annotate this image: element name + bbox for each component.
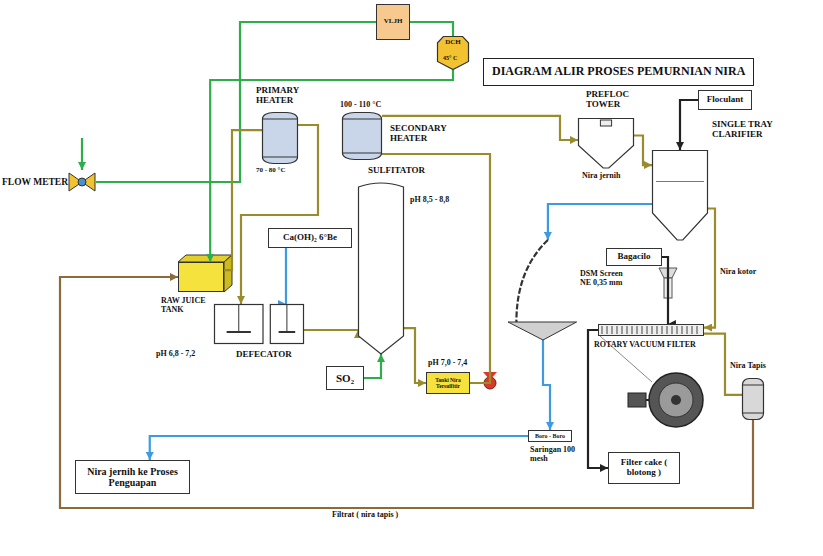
node-label: FLOW METER — [2, 177, 68, 187]
tank-top — [178, 255, 232, 262]
clear-juice-box: Nira jernih ke Proses Penguapan — [75, 460, 190, 494]
node-label: VLJH — [384, 18, 403, 26]
defecator-outline — [214, 304, 304, 344]
pipe-line — [96, 22, 376, 182]
tank-side — [224, 255, 232, 292]
filter-cake-box: Filter cake ( blotong ) — [608, 452, 680, 484]
node-label: Nira jernih ke Proses Penguapan — [78, 466, 187, 488]
node-label: ROTARY VACUUM FILTER — [594, 341, 696, 350]
inflow-arrow — [81, 138, 83, 170]
sulfitator-outline — [358, 182, 404, 354]
stream-label: Nira jernih — [582, 172, 620, 181]
boro-box: Boro - Boro — [528, 430, 572, 442]
vacuum-line — [646, 399, 649, 401]
pipe-line — [364, 354, 381, 378]
node-label: Bagacilo — [618, 252, 651, 262]
node-label: Floculant — [707, 95, 744, 105]
ph-label: pH 6,8 - 7,2 — [156, 350, 195, 359]
pipe-line — [543, 340, 550, 430]
temperature-label: 70 - 80 °C — [256, 167, 285, 175]
rotary-vacuum-filter: ROTARY VACUUM FILTER — [598, 324, 704, 336]
screen-label: Saringan 100 mesh — [530, 446, 580, 464]
node-label: Tanki Nira Tersulfitir — [429, 377, 467, 389]
secondary-heater: SECONDARY HEATER — [342, 112, 382, 160]
pipe-line — [150, 436, 528, 460]
node-label: PREFLOC TOWER — [586, 90, 638, 110]
node-label: PRIMARY HEATER — [256, 86, 308, 106]
so2-box: SO₂ — [326, 366, 364, 390]
filter-drum — [649, 373, 703, 427]
primary-heater: PRIMARY HEATER — [262, 112, 298, 164]
dsm-screen: DSM Screen NE 0,35 mm — [508, 240, 578, 340]
stream-label: Nira kotor — [720, 268, 756, 277]
node-label: DEFECATOR — [236, 350, 292, 360]
flow-meter: FLOW METER — [68, 172, 96, 192]
sulfitator: SULFITATOR — [358, 182, 404, 354]
pipe-line — [548, 204, 652, 240]
node-label: SINGLE TRAY CLARIFIER — [712, 120, 792, 140]
bagacilo-box: Bagacilo — [606, 248, 662, 266]
prefloc-tower-outline — [578, 118, 634, 168]
pipe-line — [680, 100, 698, 150]
vacuum-box — [628, 393, 646, 407]
pipe-line — [210, 70, 453, 262]
raw-juice-tank: RAW JUICE TANK — [178, 262, 224, 292]
node-label: Ca(OH)₂ 6°Be — [283, 233, 337, 243]
node-label: DCH — [445, 39, 461, 47]
node-label: SECONDARY HEATER — [390, 124, 456, 144]
flow-meter-outline — [68, 172, 96, 192]
pipe-label: Filtrat ( nira tapis ) — [330, 511, 400, 520]
ph-label: pH 8,5 - 8,8 — [410, 196, 449, 205]
rotary-vacuum-filter-outline — [598, 324, 704, 336]
node-label: Nira Tapis — [730, 362, 766, 371]
vljh-heater: VLJH — [376, 4, 410, 40]
floculant-box: Floculant — [698, 90, 752, 110]
primary-heater-outline — [262, 112, 298, 164]
pipe-line — [410, 22, 453, 36]
pipe-line — [662, 257, 668, 324]
pipe-line — [224, 130, 262, 270]
clarifier: SINGLE TRAY CLARIFIER — [652, 150, 708, 240]
lime-box: Ca(OH)₂ 6°Be — [268, 228, 352, 248]
node-label: SULFITATOR — [368, 166, 425, 176]
pipe-line — [60, 277, 753, 508]
filtrate-vessel-outline — [742, 378, 764, 420]
pipe-line — [304, 329, 358, 331]
ph-label: pH 7,0 - 7,4 — [428, 359, 467, 368]
temperature-label: 45° C — [443, 55, 457, 62]
pipe-line — [588, 330, 608, 468]
prefloc-tower: PREFLOC TOWER — [578, 118, 634, 168]
filtrate-vessel: Nira Tapis — [742, 378, 764, 420]
secondary-heater-outline — [342, 112, 382, 160]
pipe-line — [634, 136, 652, 166]
pipe-line — [404, 328, 426, 383]
temperature-label: 100 - 110 °C — [340, 101, 381, 110]
dsm-screen-outline — [508, 240, 578, 340]
node-label: SO₂ — [336, 372, 354, 384]
dch-heater: DCH — [437, 36, 469, 70]
filter-drum — [671, 395, 681, 405]
diagram-title: DIAGRAM ALIR PROSES PEMURNIAN NIRA — [492, 65, 745, 78]
pipe-line — [285, 248, 287, 304]
node-label: Filter cake ( blotong ) — [611, 458, 677, 478]
title-box: DIAGRAM ALIR PROSES PEMURNIAN NIRA — [483, 58, 754, 86]
node-label: RAW JUICE TANK — [161, 297, 211, 315]
filter-drum — [659, 383, 693, 417]
sulfited-juice-tank: Tanki Nira Tersulfitir — [426, 372, 470, 394]
clarifier-outline — [652, 150, 708, 240]
pipe-line — [704, 209, 715, 328]
node-label: DSM Screen NE 0,35 mm — [580, 270, 626, 288]
node-label: Boro - Boro — [535, 433, 565, 440]
defecator: DEFECATOR — [214, 304, 304, 344]
